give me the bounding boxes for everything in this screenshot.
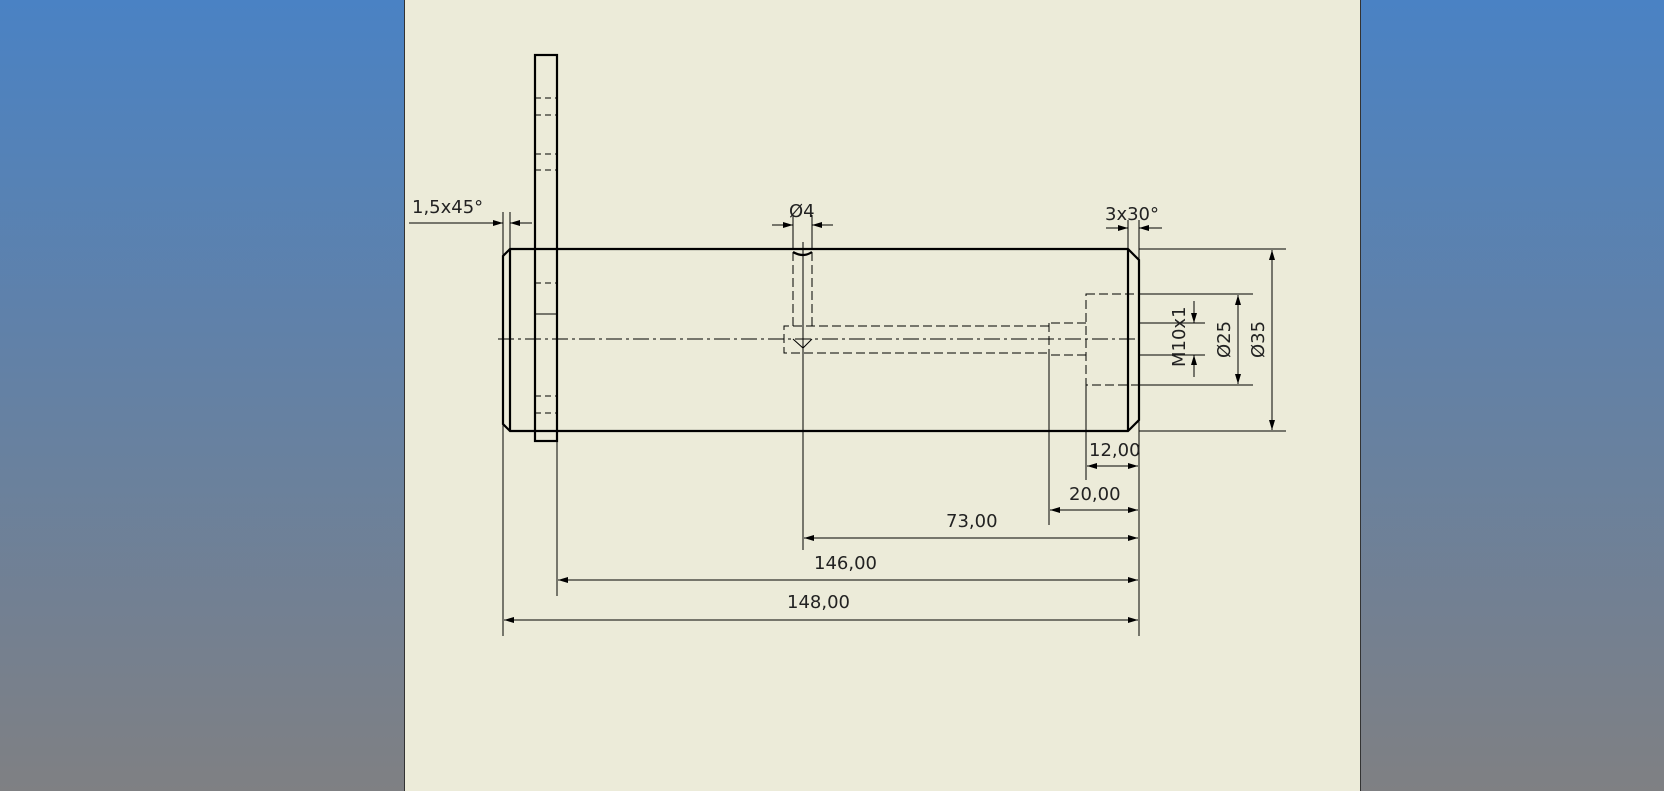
dimension-lines [409, 220, 1275, 623]
extension-lines [502, 212, 1286, 636]
shaft-diameter-label: Ø35 [1248, 321, 1269, 358]
dim-20-label: 20,00 [1069, 484, 1121, 505]
hole-diameter-label: Ø4 [789, 201, 815, 222]
chamfer-left-label: 1,5x45° [412, 197, 483, 218]
shaft-outline [501, 247, 1141, 433]
chamfer-right-label: 3x30° [1105, 204, 1159, 225]
thread-label: M10x1 [1169, 306, 1190, 367]
drawing-sheet [404, 0, 1361, 791]
flange [533, 53, 559, 443]
hidden-features [783, 251, 1140, 386]
bore-diameter-label: Ø25 [1214, 321, 1235, 358]
dim-148-label: 148,00 [787, 592, 850, 613]
dim-12-label: 12,00 [1089, 440, 1141, 461]
dim-73-label: 73,00 [946, 511, 998, 532]
dim-146-label: 146,00 [814, 553, 877, 574]
